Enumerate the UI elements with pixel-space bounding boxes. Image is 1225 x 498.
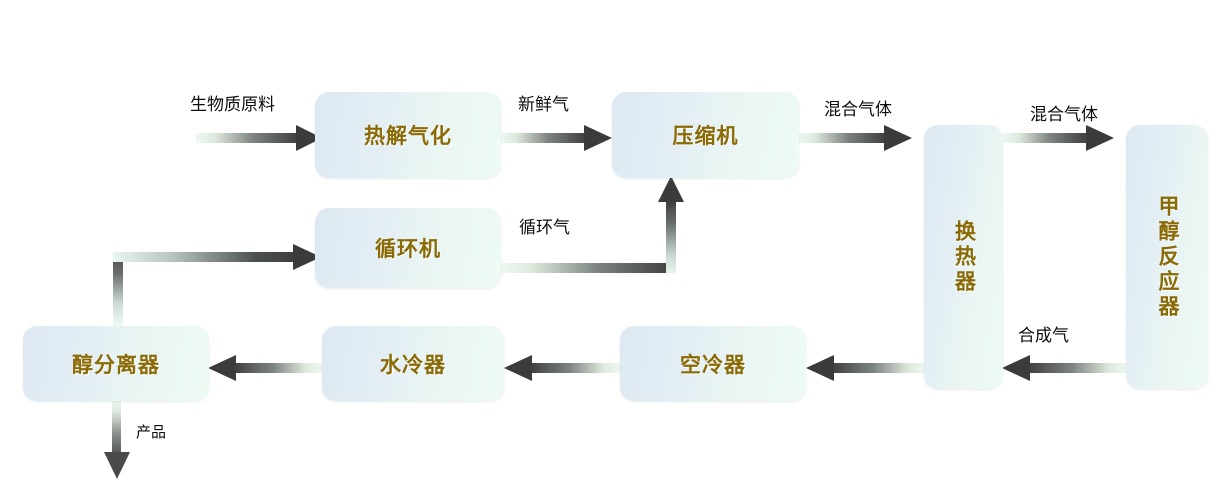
arrow-product	[104, 399, 130, 479]
stream-label-product: 产品	[136, 425, 167, 441]
arrow-fresh-gas	[500, 125, 612, 151]
arrow-mixed-gas-1	[799, 125, 912, 151]
unit-label-alcohol-separator: 醇分离器	[72, 353, 160, 377]
unit-water-cooler[interactable]: 水冷器	[322, 326, 504, 401]
stream-label-recycle-gas: 循环气	[519, 218, 570, 237]
unit-label-pyrolysis-gasification: 热解气化	[364, 125, 452, 148]
unit-heat-exchanger[interactable]: 换热器	[924, 125, 1003, 389]
stream-label-syngas: 合成气	[1018, 326, 1069, 345]
unit-air-cooler[interactable]: 空冷器	[620, 326, 806, 401]
arrow-water-cooler-to-separator	[208, 355, 322, 381]
unit-label-methanol-reactor: 甲醇反应器	[1156, 194, 1179, 320]
unit-methanol-reactor[interactable]: 甲醇反应器	[1126, 125, 1208, 389]
unit-pyrolysis-gasification[interactable]: 热解气化	[315, 92, 501, 178]
stream-label-fresh-gas: 新鲜气	[518, 95, 569, 114]
arrow-separator-to-recycle-compressor	[113, 244, 321, 326]
arrow-biomass-feed	[196, 125, 322, 151]
unit-alcohol-separator[interactable]: 醇分离器	[23, 326, 209, 401]
arrow-hx-to-air-cooler	[806, 355, 926, 381]
unit-label-compressor: 压缩机	[672, 125, 739, 148]
unit-recycle-compressor[interactable]: 循环机	[315, 208, 501, 288]
arrow-syngas	[1002, 355, 1128, 381]
stream-label-mixed-gas-1: 混合气体	[824, 100, 892, 119]
arrow-mixed-gas-2	[1003, 125, 1114, 151]
unit-label-heat-exchanger: 换热器	[952, 219, 976, 295]
unit-label-water-cooler: 水冷器	[380, 353, 446, 377]
unit-compressor[interactable]: 压缩机	[612, 92, 799, 178]
arrow-air-to-water-cooler	[504, 355, 620, 381]
unit-label-air-cooler: 空冷器	[680, 353, 746, 377]
unit-label-recycle-compressor: 循环机	[375, 238, 441, 261]
stream-label-mixed-gas-2: 混合气体	[1030, 105, 1098, 124]
stream-label-biomass-feed: 生物质原料	[190, 95, 275, 114]
